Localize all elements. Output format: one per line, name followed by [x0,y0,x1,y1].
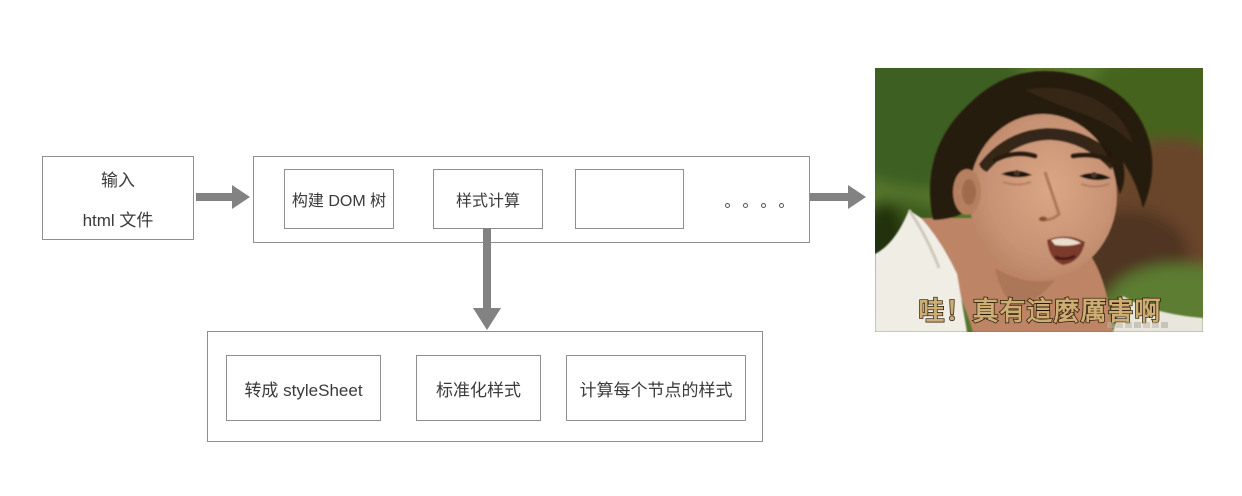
substep-compute-node-styles: 计算每个节点的样式 [566,355,746,421]
substeps-container: 转成 styleSheet 标准化样式 计算每个节点的样式 [207,331,763,442]
meme-hair-highlight [1025,87,1133,144]
step-build-dom-tree-label: 构建 DOM 树 [291,193,387,210]
meme-eyebag-left [1002,181,1032,186]
meme-nostril [1039,216,1047,222]
pipeline-container: 构建 DOM 树 样式计算 [253,156,810,243]
arrow-shaft [483,228,491,309]
input-box-line1: 输入 [101,170,135,190]
arrow-head [473,308,501,330]
meme-image: 哇！真有這麼厲害啊 [875,68,1203,332]
input-box: 输入 html 文件 [42,156,194,240]
ellipsis-dots-icon [725,203,784,208]
dot-icon [743,203,748,208]
meme-neck-shadow [995,268,1055,308]
substep-normalize-styles-label: 标准化样式 [436,380,521,400]
meme-eyebrow-left [992,151,1038,163]
step-build-dom-tree: 构建 DOM 树 [284,169,394,229]
meme-shirt-left [875,210,967,332]
arrow-head [848,185,866,209]
meme-fringe [979,128,1113,172]
arrow-shaft [810,193,849,201]
dot-icon [779,203,784,208]
arrow-shaft [196,193,233,201]
meme-mouth-inner [1054,254,1076,261]
meme-eye-left-pupil [1014,170,1020,176]
meme-illustration: 哇！真有這麼厲害啊 [875,68,1203,332]
step-empty-placeholder [575,169,684,229]
arrow-head [232,185,250,209]
step-style-calculation-label: 样式计算 [455,193,520,210]
meme-eye-right-pupil [1091,172,1097,178]
meme-eyebrow-right [1070,152,1120,167]
substep-convert-stylesheet: 转成 styleSheet [226,355,381,421]
meme-collar-edge [907,209,941,269]
meme-ear-inner [962,179,976,205]
step-style-calculation: 样式计算 [433,169,543,229]
dot-icon [725,203,730,208]
dot-icon [761,203,766,208]
substep-compute-node-styles-label: 计算每个节点的样式 [579,380,733,400]
meme-eyebag-right [1080,183,1110,188]
arrow-input-to-pipeline-icon [196,185,250,209]
input-box-line2: html 文件 [82,210,154,230]
substep-normalize-styles: 标准化样式 [416,355,541,421]
substep-convert-stylesheet-label: 转成 styleSheet [244,380,363,400]
arrow-pipeline-to-meme-icon [810,185,866,209]
arrow-stylecalc-to-substeps-icon [473,228,501,330]
meme-teeth [1051,238,1081,246]
meme-watermark-icon [1107,322,1168,328]
